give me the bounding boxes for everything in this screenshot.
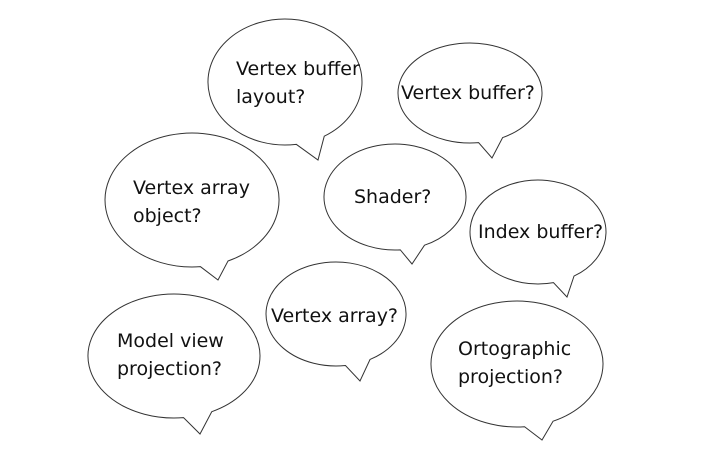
speech-bubble-line: Vertex array: [133, 177, 250, 199]
speech-bubble-text: Vertex buffer layout?: [236, 58, 360, 108]
speech-bubble-line: Vertex buffer: [236, 58, 360, 80]
speech-bubble-line: Vertex array?: [271, 305, 398, 327]
speech-bubble-shape: [207, 18, 363, 161]
speech-bubble-shape: [87, 293, 261, 435]
speech-bubble-line: Model view: [117, 330, 224, 352]
speech-bubble-text: Vertex array object?: [133, 177, 250, 227]
speech-bubble-vertex-buffer: Vertex buffer?: [397, 42, 543, 159]
speech-bubble-vertex-buffer-layout: Vertex buffer layout?: [207, 18, 363, 161]
speech-bubble-model-view-projection: Model view projection?: [87, 293, 261, 435]
speech-bubble-text: Ortographic projection?: [458, 338, 571, 388]
speech-bubble-text: Model view projection?: [117, 330, 224, 380]
speech-bubble-line: object?: [133, 205, 202, 227]
speech-bubble-text: Index buffer?: [478, 221, 603, 243]
speech-bubble-shape: [265, 261, 407, 382]
speech-bubble-shape: [469, 179, 607, 298]
speech-bubble-shape: [397, 42, 543, 159]
speech-bubble-text: Shader?: [354, 186, 431, 208]
speech-bubble-line: Shader?: [354, 186, 431, 208]
speech-bubble-shape: [430, 300, 604, 441]
speech-bubble-shader: Shader?: [323, 143, 467, 265]
speech-bubble-shape: [323, 143, 467, 265]
speech-bubble-vertex-array: Vertex array?: [265, 261, 407, 382]
speech-bubble-line: Vertex buffer?: [401, 82, 535, 104]
speech-bubble-index-buffer: Index buffer?: [469, 179, 607, 298]
speech-bubble-line: projection?: [117, 358, 222, 380]
speech-bubble-text: Vertex buffer?: [401, 82, 535, 104]
speech-bubble-line: layout?: [236, 86, 305, 108]
speech-bubble-shape: [104, 132, 280, 281]
speech-bubble-vertex-array-object: Vertex array object?: [104, 132, 280, 281]
speech-bubble-text: Vertex array?: [271, 305, 398, 327]
speech-bubble-line: Ortographic: [458, 338, 571, 360]
speech-bubble-line: Index buffer?: [478, 221, 603, 243]
speech-bubble-ortographic-projection: Ortographic projection?: [430, 300, 604, 441]
speech-bubble-line: projection?: [458, 366, 563, 388]
